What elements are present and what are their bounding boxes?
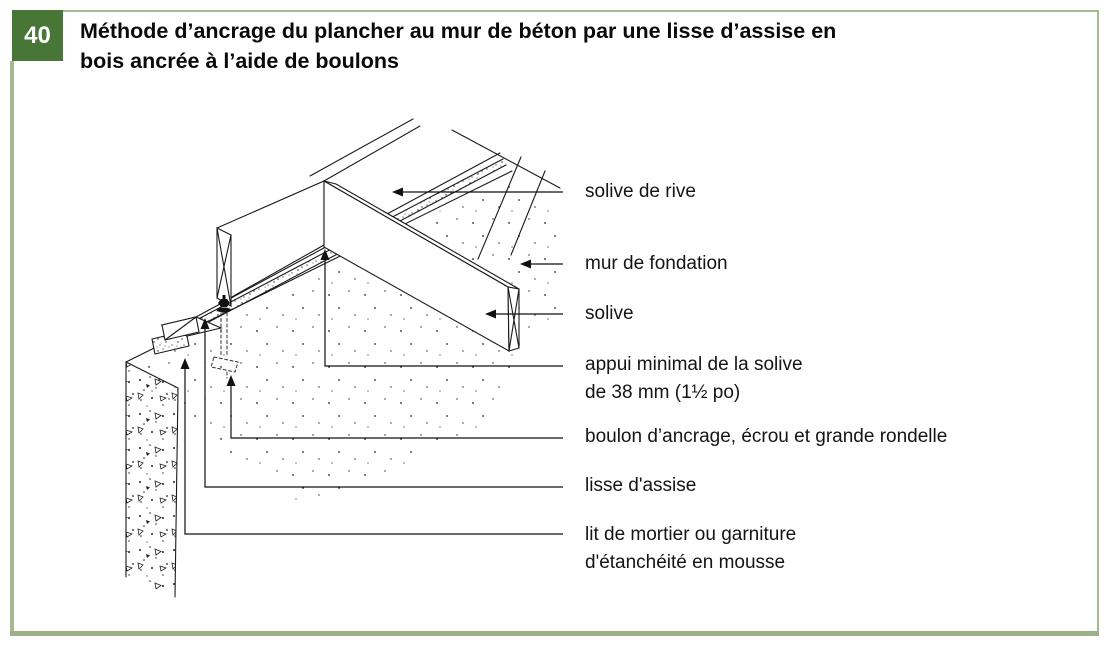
frame-border-right xyxy=(1097,10,1099,634)
arrowhead-boulon xyxy=(226,375,236,386)
leader-appui-minimal xyxy=(324,259,563,367)
arrowhead-solive xyxy=(485,309,496,319)
rim-joist-top-band xyxy=(309,118,414,177)
figure-number-badge: 40 xyxy=(12,10,63,61)
background-joist-cut-lines xyxy=(451,129,561,260)
label-appui-minimal: appui minimal de la solive de 38 mm (1½ … xyxy=(585,354,803,403)
arrowhead-solive-de-rive xyxy=(392,187,403,197)
leader-lines xyxy=(184,191,563,535)
leader-lit-de-mortier xyxy=(184,369,563,535)
frame-border-top xyxy=(63,10,1098,12)
label-lit-de-mortier: lit de mortier ou garniture d'étanchéité… xyxy=(585,524,797,573)
frame-border-bottom xyxy=(10,631,1099,636)
arrowhead-lisse xyxy=(200,318,210,329)
arrowheads xyxy=(180,187,531,386)
leader-lisse xyxy=(204,329,563,488)
label-lisse-d-assise: lisse d'assise xyxy=(585,475,697,496)
arrowhead-appui-minimal xyxy=(320,249,330,260)
label-solive-de-rive: solive de rive xyxy=(585,181,696,202)
label-boulon: boulon d’ancrage, écrou et grande rondel… xyxy=(585,426,948,447)
arrowhead-lit-de-mortier xyxy=(180,358,190,369)
arrowhead-mur-de-fondation xyxy=(520,259,531,269)
rim-joist xyxy=(216,118,421,307)
frame-border-left xyxy=(10,61,14,631)
figure-title: Méthode d’ancrage du plancher au mur de … xyxy=(80,19,837,73)
joist xyxy=(323,180,520,352)
anchor-bolt xyxy=(210,295,239,379)
label-mur-de-fondation: mur de fondation xyxy=(585,253,728,274)
leader-boulon xyxy=(230,385,563,439)
foundation-wall-face xyxy=(125,361,179,598)
figure-number: 40 xyxy=(24,21,51,49)
label-solive: solive xyxy=(585,303,634,324)
